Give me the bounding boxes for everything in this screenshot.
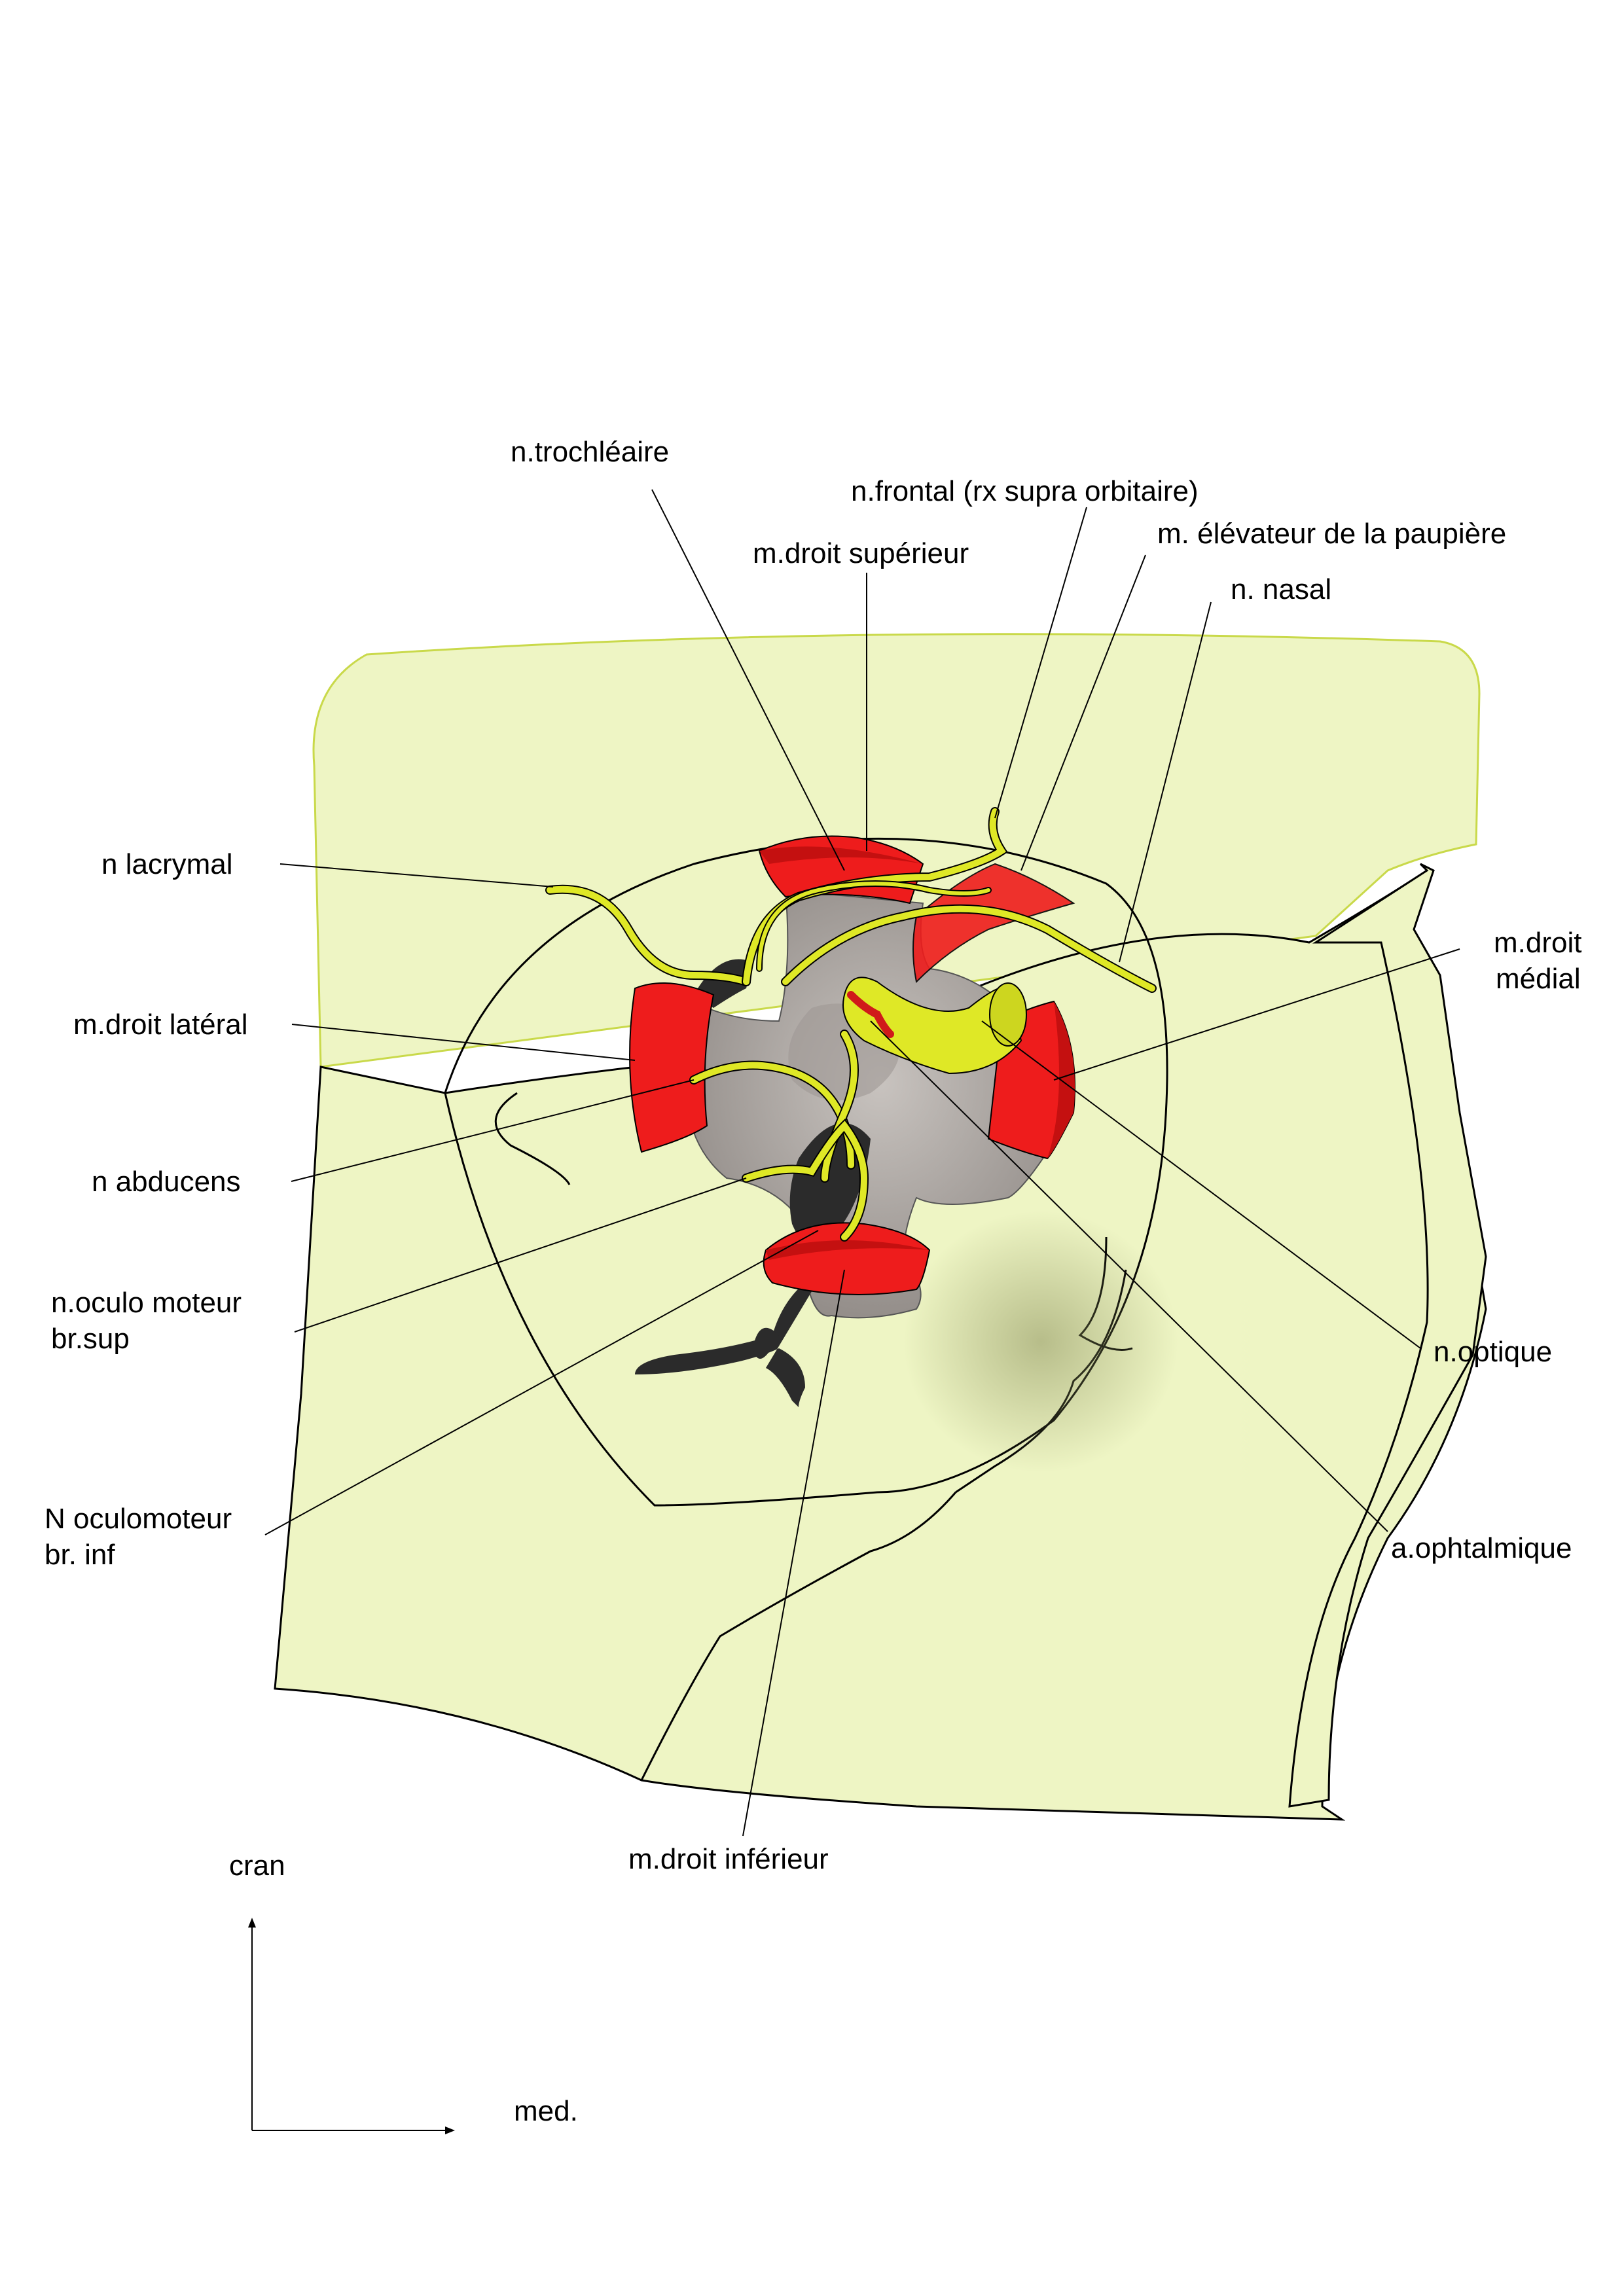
- optic-canal-shadow: [903, 1211, 1178, 1473]
- orientation-right-label: med.: [514, 2095, 578, 2127]
- label-optic: n.optique: [1434, 1336, 1552, 1368]
- orientation-axes: cran med.: [229, 1850, 578, 2134]
- label-oculomotor-inf-2: br. inf: [45, 1539, 115, 1571]
- label-medial-rectus-1: m.droit: [1494, 927, 1581, 959]
- leader-lateral-rectus: [291, 1024, 636, 1061]
- lateral-rectus-muscle: [629, 982, 715, 1153]
- label-oculomotor-sup-1: n.oculo moteur: [51, 1287, 242, 1319]
- leader-oculomotor-sup: [294, 1177, 747, 1333]
- label-inferior-rectus: m.droit inférieur: [628, 1843, 829, 1875]
- orbital-rim-outline: [444, 837, 1168, 1507]
- leader-abducens: [291, 1079, 695, 1182]
- oculomotor-superior-core: [821, 1031, 857, 1181]
- orbital-medial-wall: [1288, 863, 1487, 1808]
- leader-lines: [264, 489, 1460, 1837]
- ophthalmic-artery: [847, 991, 894, 1038]
- superior-rectus-face: [759, 846, 923, 864]
- labels: n.trochléaire n.frontal (rx supra orbita…: [45, 436, 1581, 1875]
- label-lateral-rectus: m.droit latéral: [73, 1009, 248, 1041]
- optic-nerve-cut-end: [989, 982, 1027, 1047]
- leader-ophthalmic-artery: [870, 1020, 1388, 1532]
- orientation-up-label: cran: [229, 1850, 285, 1882]
- leader-medial-rectus: [1053, 948, 1460, 1081]
- inferior-rectus-muscle: [763, 1222, 931, 1295]
- label-abducens: n abducens: [92, 1166, 241, 1198]
- label-nasal: n. nasal: [1231, 573, 1331, 605]
- leader-trochlear: [651, 489, 845, 871]
- leader-nasal: [1119, 601, 1212, 963]
- inferior-rectus-face: [766, 1240, 929, 1260]
- optic-nerve: [842, 977, 1022, 1075]
- leader-oculomotor-inf: [264, 1230, 819, 1535]
- nerves: [545, 807, 1157, 1242]
- orbital-floor-plate: [274, 868, 1487, 1821]
- oculomotor-inferior-core: [743, 1121, 868, 1240]
- fissure-line: [640, 1492, 957, 1781]
- label-superior-rectus: m.droit supérieur: [753, 537, 969, 569]
- label-lacrimal: n lacrymal: [101, 848, 233, 880]
- label-ophthalmic-artery: a.ophtalmique: [1391, 1532, 1572, 1564]
- lacrimal-nerve-core: [547, 886, 749, 985]
- axis-vertical-arrow: [248, 1918, 256, 1928]
- nasal-nerve-core: [782, 905, 1155, 992]
- vein-branch: [753, 1327, 779, 1359]
- leader-levator: [1020, 554, 1146, 871]
- orbital-margin-line: [494, 1092, 571, 1185]
- label-medial-rectus-2: médial: [1496, 963, 1581, 995]
- label-oculomotor-inf-1: N oculomoteur: [45, 1503, 232, 1535]
- leader-lacrimal: [280, 863, 554, 888]
- trochlear-nerve-core: [757, 882, 990, 971]
- leader-optic: [981, 1020, 1421, 1349]
- inferior-ophthalmic-vein: [635, 1270, 825, 1407]
- label-oculomotor-sup-2: br.sup: [51, 1323, 130, 1355]
- leader-inferior-rectus: [742, 1269, 845, 1837]
- leader-frontal: [994, 507, 1087, 819]
- label-levator: m. élévateur de la paupière: [1157, 518, 1506, 550]
- label-frontal: n.frontal (rx supra orbitaire): [851, 475, 1199, 507]
- label-trochlear: n.trochléaire: [511, 436, 669, 468]
- axis-horizontal-arrow: [445, 2126, 455, 2134]
